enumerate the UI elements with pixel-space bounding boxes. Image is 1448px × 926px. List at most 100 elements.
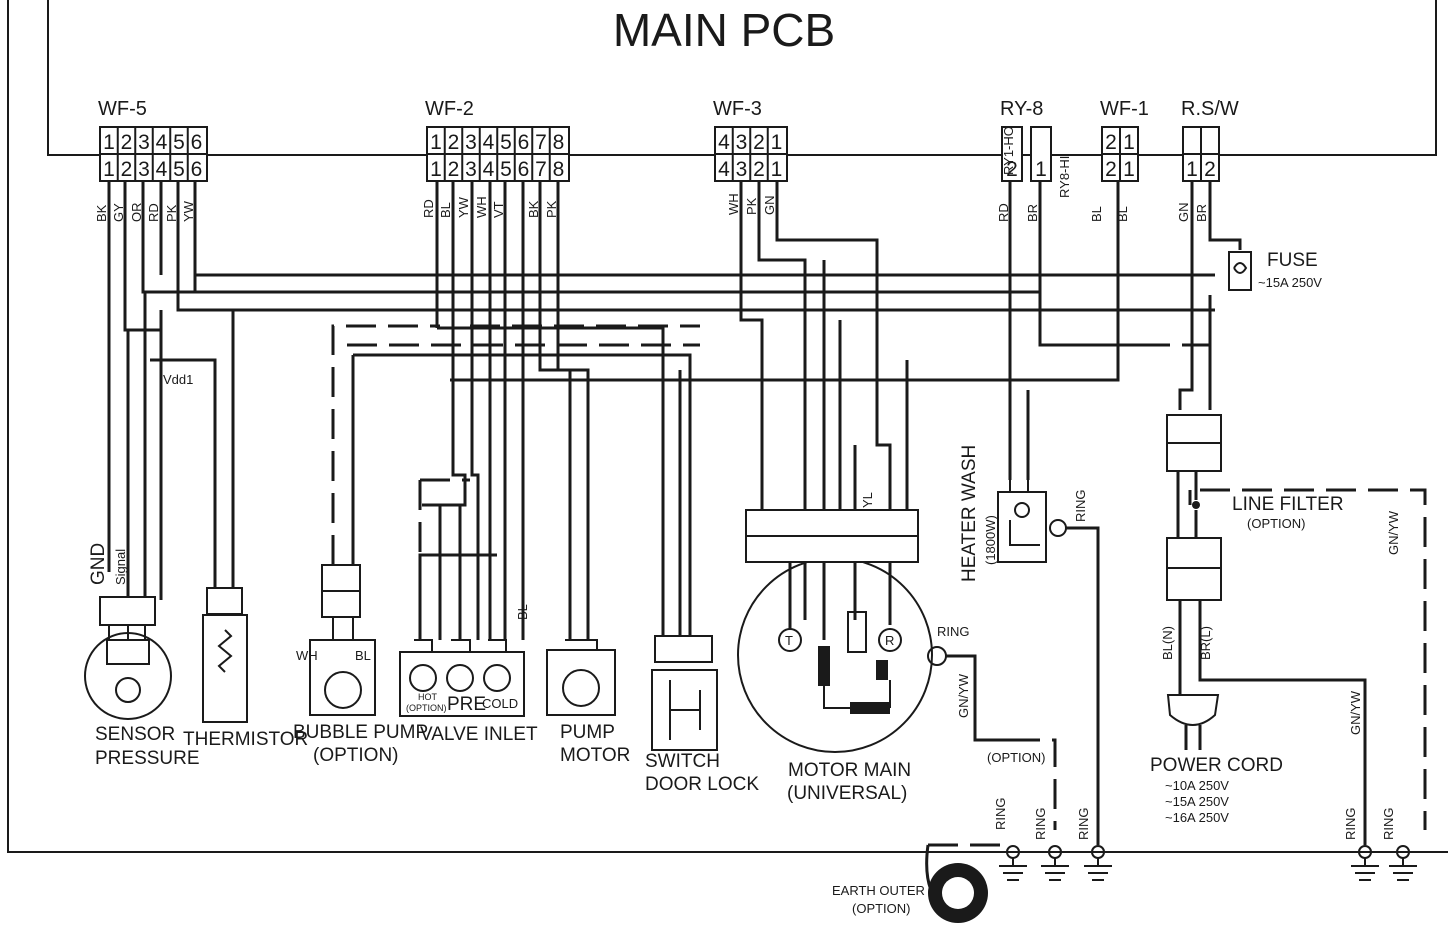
motor-gnyw: GN/YW: [956, 673, 971, 718]
valve-cold: COLD: [482, 696, 518, 711]
bubble-pump-label-1: BUBBLE PUMP: [293, 722, 428, 743]
ry8-pin-2: 2: [1006, 158, 1018, 181]
wf2-pin-1-row0: 1: [430, 131, 442, 154]
bubble-pump-label-2: (OPTION): [313, 745, 399, 766]
valve-hot: HOT: [418, 692, 438, 702]
ry8-tag-hi: RY8-HI: [1057, 156, 1072, 198]
fuse-label: FUSE: [1267, 250, 1318, 271]
ry8-pin2-box: [1001, 126, 1023, 182]
wf3-pin-2-row0: 2: [753, 131, 765, 154]
motor-t: T: [785, 633, 793, 648]
wf2-pin-5-row0: 5: [500, 131, 512, 154]
sensor-label-1: SENSOR: [95, 724, 175, 745]
wf2-pin-3-row1: 3: [465, 158, 477, 181]
motor-ring: [927, 646, 947, 666]
ground-symbol: [1084, 845, 1112, 881]
wf1-pin-1-row0: 1: [1123, 131, 1135, 154]
wf5-pin-6-row0: 6: [191, 131, 203, 154]
wf3-pin-1-row1: 1: [771, 158, 783, 181]
motor-main-label-2: (UNIVERSAL): [787, 783, 907, 804]
wf2-pin-4-row0: 4: [483, 131, 495, 154]
bubble-wh: WH: [296, 648, 318, 663]
ry8-wire-RD-0: RD: [996, 203, 1011, 222]
ground-symbol: [1351, 845, 1379, 881]
wf3-wire-WH-0: WH: [726, 193, 741, 215]
wf2-pin-3-row0: 3: [465, 131, 477, 154]
outer-frame: [7, 0, 1448, 853]
wf5-pin-5-row0: 5: [173, 131, 185, 154]
earth-ring-2: RING: [1033, 808, 1048, 841]
motor-main-label-1: MOTOR MAIN: [788, 760, 911, 781]
wf2-wire-BL-1: BL: [438, 202, 453, 218]
power-bln: BL(N): [1160, 626, 1175, 660]
wf2-wire-YW-2: YW: [456, 196, 471, 218]
wf5-pin-6-row1: 6: [191, 158, 203, 181]
thermistor-connector: [206, 587, 243, 615]
wf2-wire-WH-3: WH: [474, 196, 489, 218]
thermistor-body: [202, 614, 248, 723]
vdd1-label: Vdd1: [163, 372, 193, 387]
cord-gnyw: GN/YW: [1348, 690, 1363, 735]
pump-motor-label-2: MOTOR: [560, 745, 630, 766]
fuse-symbol: [1228, 251, 1252, 291]
wf3-pin-3-row0: 3: [736, 131, 748, 154]
wf5-pin-2-row0: 2: [121, 131, 133, 154]
wf5-wire-BK-0: BK: [94, 204, 109, 222]
sensor-gnd: GND: [88, 543, 109, 585]
wf5-wire-RD-3: RD: [146, 203, 161, 222]
wf2-wire-RD-0: RD: [421, 199, 436, 218]
wf5-pin-5-row1: 5: [173, 158, 185, 181]
wf5-pin-4-row1: 4: [156, 158, 168, 181]
earth-ring-4: RING: [1343, 808, 1358, 841]
heater-label-2: (1800W): [983, 515, 998, 565]
door-lock-label-2: DOOR LOCK: [645, 774, 759, 795]
motor-thermal-t: [778, 628, 802, 652]
ry8-label: RY-8: [1000, 98, 1043, 120]
wf3-wire-PK-1: PK: [744, 197, 759, 215]
wf2-pin-2-row0: 2: [448, 131, 460, 154]
sensor-signal: Signal: [113, 549, 128, 585]
wf5-wire-PK-4: PK: [164, 204, 179, 222]
wf1-wire-BL-0: BL: [1089, 206, 1104, 222]
motor-yl: YL: [860, 492, 875, 508]
line-filter-option: (OPTION): [1247, 516, 1306, 531]
earth-label-1: EARTH OUTER: [832, 883, 925, 898]
wf3-pin-4-row1: 4: [718, 158, 730, 181]
sensor-connector: [99, 596, 156, 626]
ground-symbol: [999, 845, 1027, 881]
wf5-pin-3-row0: 3: [138, 131, 150, 154]
power-rating-3: ~16A 250V: [1165, 810, 1229, 825]
wf5-pin-3-row1: 3: [138, 158, 150, 181]
main-pcb-title: MAIN PCB: [613, 4, 835, 56]
wf5-wire-OR-2: OR: [129, 203, 144, 223]
rsw-pin-1-row0: 1: [1186, 158, 1198, 181]
wf3-wire-GN-2: GN: [762, 196, 777, 216]
line-filter-label: LINE FILTER: [1232, 494, 1344, 515]
ground-symbol: [1041, 845, 1069, 881]
filter-gnyw: GN/YW: [1386, 510, 1401, 555]
earth-label-2: (OPTION): [852, 901, 911, 916]
wf5-pin-4-row0: 4: [156, 131, 168, 154]
wf3-pin-1-row0: 1: [771, 131, 783, 154]
door-lock-connector: [654, 635, 713, 663]
motor-rotor-r: [878, 628, 902, 652]
motor-r: R: [885, 633, 894, 648]
wf2-pin-5-row1: 5: [500, 158, 512, 181]
fuse-rating: ~15A 250V: [1258, 275, 1322, 290]
pump-motor-label-1: PUMP: [560, 722, 615, 743]
field-coil-2: [850, 702, 890, 714]
power-plug: [1166, 694, 1220, 726]
heater-ring-label: RING: [1073, 490, 1088, 523]
wf2-pin-4-row1: 4: [483, 158, 495, 181]
wf5-wire-GY-1: GY: [111, 203, 126, 222]
wf5-pin-1-row1: 1: [103, 158, 115, 181]
ground-symbol: [1389, 845, 1417, 881]
motor-option: (OPTION): [987, 750, 1046, 765]
power-brl: BR(L): [1198, 626, 1213, 660]
wf2-pin-8-row1: 8: [553, 158, 565, 181]
bubble-bl: BL: [355, 648, 371, 663]
door-lock-label-1: SWITCH: [645, 751, 720, 772]
rsw-wire-GN-0: GN: [1176, 203, 1191, 223]
wf2-pin-1-row1: 1: [430, 158, 442, 181]
wf1-label: WF-1: [1100, 98, 1149, 120]
